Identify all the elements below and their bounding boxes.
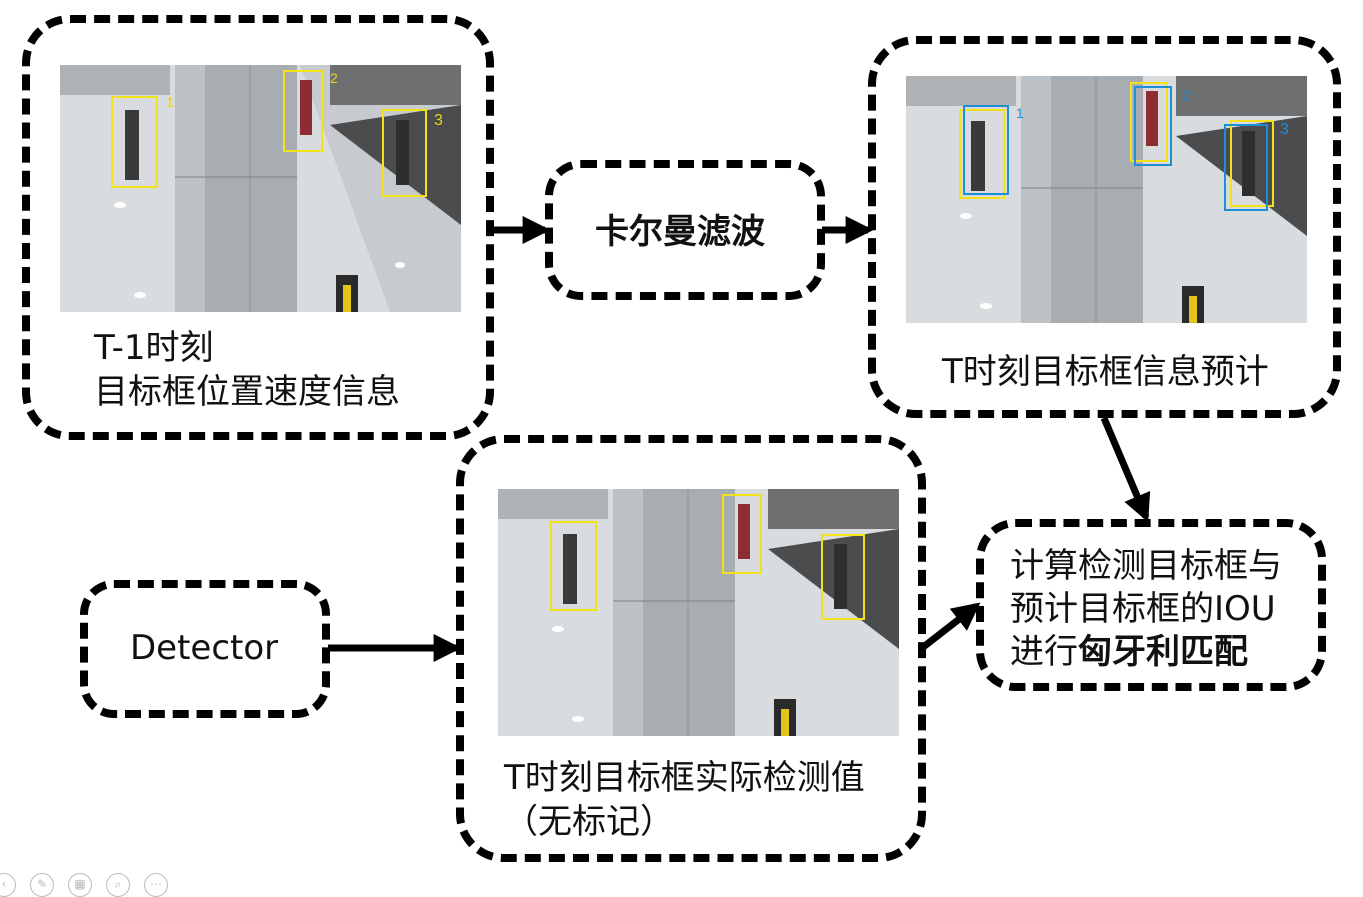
prev-frame-image: 1 2 3	[60, 65, 461, 312]
arrow-pred-to-match	[1100, 416, 1151, 523]
id-label: 1	[1016, 105, 1024, 121]
arrow-det-to-match	[919, 602, 981, 651]
id-label: 1	[166, 94, 174, 110]
slides-grid-icon[interactable]: ▦	[68, 873, 92, 897]
prev-frame-label-2: 目标框位置速度信息	[94, 372, 400, 412]
detector-label: Detector	[130, 628, 279, 668]
matching-label-3-plain: 进行	[1010, 632, 1078, 672]
prediction-label: T时刻目标框信息预计	[942, 352, 1269, 392]
matching-label-2: 预计目标框的IOU	[1010, 589, 1276, 629]
detection-label-1: T时刻目标框实际检测值	[504, 758, 865, 798]
prev-frame-label-1: T-1时刻	[94, 328, 214, 368]
detector-box	[80, 580, 330, 718]
prediction-image: 1 2 3	[906, 76, 1307, 323]
matching-label-1: 计算检测目标框与	[1010, 546, 1282, 586]
detection-image	[498, 489, 899, 736]
detection-label-2: （无标记）	[504, 802, 674, 842]
matching-label-3: 进行匈牙利匹配	[1010, 632, 1248, 672]
zoom-icon[interactable]: ⌕	[106, 873, 130, 897]
kalman-filter-label: 卡尔曼滤波	[595, 212, 765, 252]
id-label: 3	[434, 112, 443, 129]
matching-label-3-bold: 匈牙利匹配	[1078, 632, 1248, 672]
id-label: 2	[1182, 87, 1190, 103]
more-icon[interactable]: ⋯	[144, 873, 168, 897]
id-label: 3	[1280, 121, 1289, 138]
pen-icon[interactable]: ✎	[30, 873, 54, 897]
prev-frame-box	[22, 15, 494, 440]
id-label: 2	[330, 70, 338, 86]
